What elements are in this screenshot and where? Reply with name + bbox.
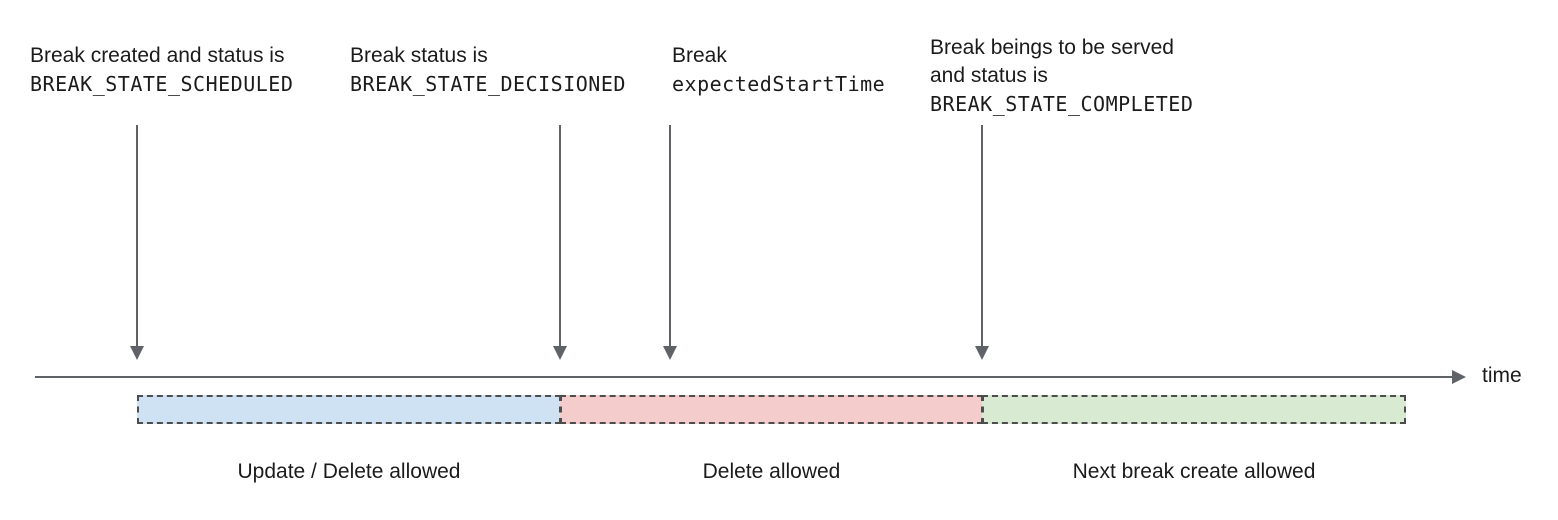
annotation-text: Break created and status is bbox=[30, 44, 285, 67]
annotation-break-completed: Break beings to be served and status is … bbox=[930, 34, 1193, 118]
annotation-text: Break status is bbox=[350, 44, 488, 67]
annotation-code: BREAK_STATE_COMPLETED bbox=[930, 92, 1194, 116]
arrow-shaft bbox=[669, 125, 671, 349]
arrow-shaft bbox=[981, 125, 983, 349]
event-arrow-completed bbox=[975, 125, 989, 360]
arrow-down-icon bbox=[130, 346, 144, 360]
segment-delete-allowed bbox=[560, 395, 983, 424]
annotation-expected-start-time: Break expectedStartTime bbox=[672, 42, 885, 98]
annotation-code: BREAK_STATE_SCHEDULED bbox=[30, 72, 294, 96]
segment-update-delete-allowed bbox=[137, 395, 561, 424]
annotation-text: Break beings to be served bbox=[930, 36, 1174, 59]
annotation-break-scheduled: Break created and status is BREAK_STATE_… bbox=[30, 42, 293, 98]
arrow-shaft bbox=[136, 125, 138, 349]
annotation-break-decisioned: Break status is BREAK_STATE_DECISIONED bbox=[350, 42, 626, 98]
arrow-right-icon bbox=[1452, 370, 1466, 384]
arrow-down-icon bbox=[975, 346, 989, 360]
segment-next-break-create-allowed bbox=[982, 395, 1406, 424]
time-axis-line bbox=[35, 376, 1453, 378]
segment-label-delete: Delete allowed bbox=[702, 460, 841, 483]
annotation-text: Break bbox=[672, 44, 727, 67]
arrow-down-icon bbox=[553, 346, 567, 360]
event-arrow-scheduled bbox=[130, 125, 144, 360]
arrow-down-icon bbox=[663, 346, 677, 360]
event-arrow-expected-start bbox=[663, 125, 677, 360]
time-axis-label: time bbox=[1482, 364, 1522, 387]
annotation-text: and status is bbox=[930, 64, 1048, 87]
annotation-code: BREAK_STATE_DECISIONED bbox=[350, 72, 626, 96]
segment-label-next-break: Next break create allowed bbox=[1072, 460, 1316, 483]
event-arrow-decisioned bbox=[553, 125, 567, 360]
arrow-shaft bbox=[559, 125, 561, 349]
segment-label-update-delete: Update / Delete allowed bbox=[237, 460, 461, 483]
annotation-code: expectedStartTime bbox=[672, 72, 886, 96]
